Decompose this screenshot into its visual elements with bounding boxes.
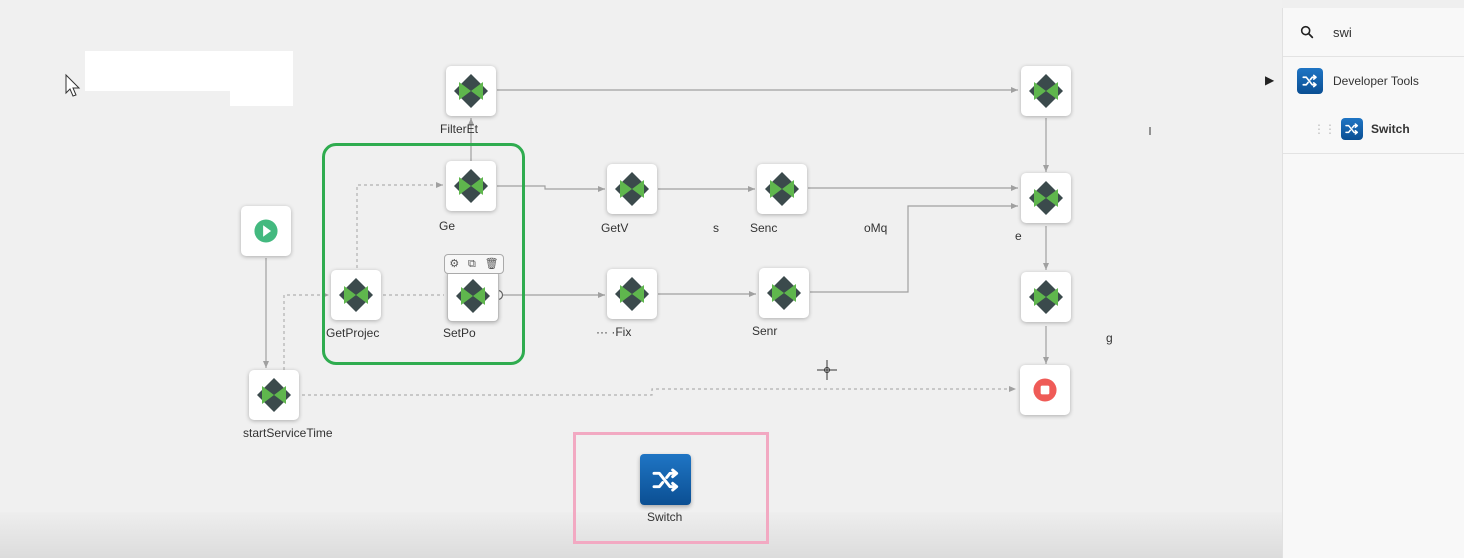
edge-service-to-getproject [283,294,329,370]
stop-icon [1033,378,1057,402]
node-label-getproject: GetProjec [326,326,380,340]
tool-node-getpo[interactable] [447,270,499,322]
node-label-sendtop: Senc [750,221,778,235]
node-label-right-lower-suffix: g [1106,331,1113,345]
settings-icon[interactable]: ⚙ [449,258,460,270]
edge-service-to-stop [302,388,1016,396]
tool-node-start-service[interactable] [249,370,299,420]
tool-node-right-mid[interactable] [1021,173,1071,223]
search-input[interactable] [1331,23,1435,41]
shuffle-icon [1297,68,1323,94]
node-label-getbottom: ··· ·Fix [596,325,632,339]
stop-node[interactable] [1020,365,1070,415]
new-node-highlight-box [573,432,769,544]
node-label-filter: FilterEt [440,122,479,136]
node-label-start-service: startServiceTime [243,426,333,440]
tool-icon [767,276,801,310]
node-toolbar: ⚙ ⧉ 🗑 [444,254,504,274]
drag-handle-icon[interactable]: ⋮⋮ [1313,122,1336,136]
delete-icon[interactable]: 🗑 [484,258,499,270]
play-icon [254,219,278,243]
search-icon [1300,25,1314,39]
tool-node-filter[interactable] [446,66,496,116]
tool-palette-panel: ▶ Developer Tools ⋮⋮ Switch [1265,8,1464,558]
expand-arrow-icon[interactable]: ▶ [1265,73,1275,87]
tool-icon [1029,74,1063,108]
tool-item-switch[interactable]: ⋮⋮ Switch [1283,105,1464,154]
edge-sendbottom-to-right [810,205,1018,293]
tool-label: Switch [1371,122,1410,136]
switch-node[interactable] [640,454,691,505]
category-label: Developer Tools [1333,74,1419,88]
node-label-sendbottom: Senr [752,324,778,338]
tool-node-getproject[interactable] [331,270,381,320]
tool-node-getbottom[interactable] [607,269,657,319]
redacted-area-lower [230,89,293,106]
shuffle-icon [1341,118,1363,140]
start-node[interactable] [241,206,291,256]
tool-icon [1029,181,1063,215]
edge-ge-to-getmid [497,185,605,190]
copy-icon[interactable]: ⧉ [468,258,476,270]
mouse-pointer-icon [65,73,81,97]
shuffle-icon [652,468,678,491]
workflow-connections [65,73,1151,396]
tool-node-ge[interactable] [446,161,496,211]
tool-icon [765,172,799,206]
category-developer-tools[interactable]: ▶ Developer Tools [1265,57,1464,105]
edge-getproject-to-ge [356,184,443,268]
tool-node-sendbottom[interactable] [759,268,809,318]
node-label-ge: Ge [439,219,456,233]
switch-node-label: Switch [647,510,683,524]
tool-node-right-lower[interactable] [1021,272,1071,322]
tool-icon [456,279,490,313]
tool-icon [339,278,373,312]
node-label-getmid-suffix: s [713,221,719,235]
tool-icon [454,169,488,203]
selection-group-box [322,143,525,365]
search-row [1283,8,1464,57]
node-label-getmid: GetV [601,221,629,235]
tool-node-getmid[interactable] [607,164,657,214]
tool-icon [615,172,649,206]
redacted-area [85,51,293,91]
tool-icon [615,277,649,311]
node-label-sendtop-suffix: oMq [864,221,888,235]
tool-icon [454,74,488,108]
node-label-right-mid: e [1015,229,1022,243]
node-label-getpo: SetPo [443,326,476,340]
tool-icon [1029,280,1063,314]
crosshair-cursor-icon [817,360,837,380]
canvas-bottom-shade [0,512,1282,558]
tool-icon [257,378,291,412]
tool-node-sendtop[interactable] [757,164,807,214]
tool-node-right-top[interactable] [1021,66,1071,116]
